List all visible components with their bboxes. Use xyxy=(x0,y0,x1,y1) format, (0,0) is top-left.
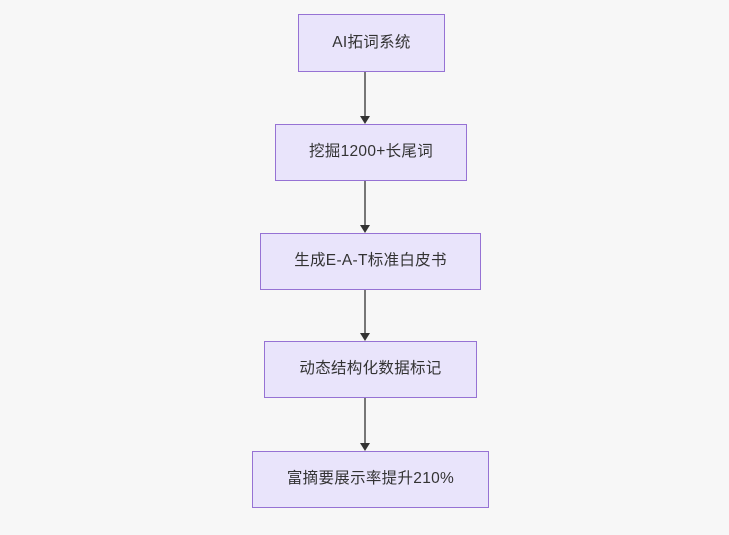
connector-line xyxy=(364,72,366,117)
connector-node-3-to-node-4 xyxy=(359,290,371,341)
flow-node-label: 动态结构化数据标记 xyxy=(299,360,442,378)
connector-node-1-to-node-2 xyxy=(359,72,371,124)
flow-node-ai-keyword-system[interactable]: AI拓词系统 xyxy=(298,14,445,72)
flow-node-label: AI拓词系统 xyxy=(332,33,411,51)
connector-line xyxy=(364,398,366,444)
flow-node-generate-eat-whitepaper[interactable]: 生成E-A-T标准白皮书 xyxy=(260,233,481,290)
arrowhead-icon xyxy=(360,443,370,451)
arrowhead-icon xyxy=(360,225,370,233)
flow-node-label: 生成E-A-T标准白皮书 xyxy=(294,252,447,270)
connector-line xyxy=(364,181,366,226)
arrowhead-icon xyxy=(360,116,370,124)
flow-node-label: 挖掘1200+长尾词 xyxy=(308,143,434,161)
flow-node-dynamic-structured-data-markup[interactable]: 动态结构化数据标记 xyxy=(264,341,477,398)
flow-node-rich-snippet-impression-lift[interactable]: 富摘要展示率提升210% xyxy=(252,451,489,508)
arrowhead-icon xyxy=(360,333,370,341)
flow-node-mine-longtail-keywords[interactable]: 挖掘1200+长尾词 xyxy=(275,124,467,181)
flow-node-label: 富摘要展示率提升210% xyxy=(286,470,455,488)
connector-line xyxy=(364,290,366,334)
connector-node-4-to-node-5 xyxy=(359,398,371,451)
connector-node-2-to-node-3 xyxy=(359,181,371,233)
